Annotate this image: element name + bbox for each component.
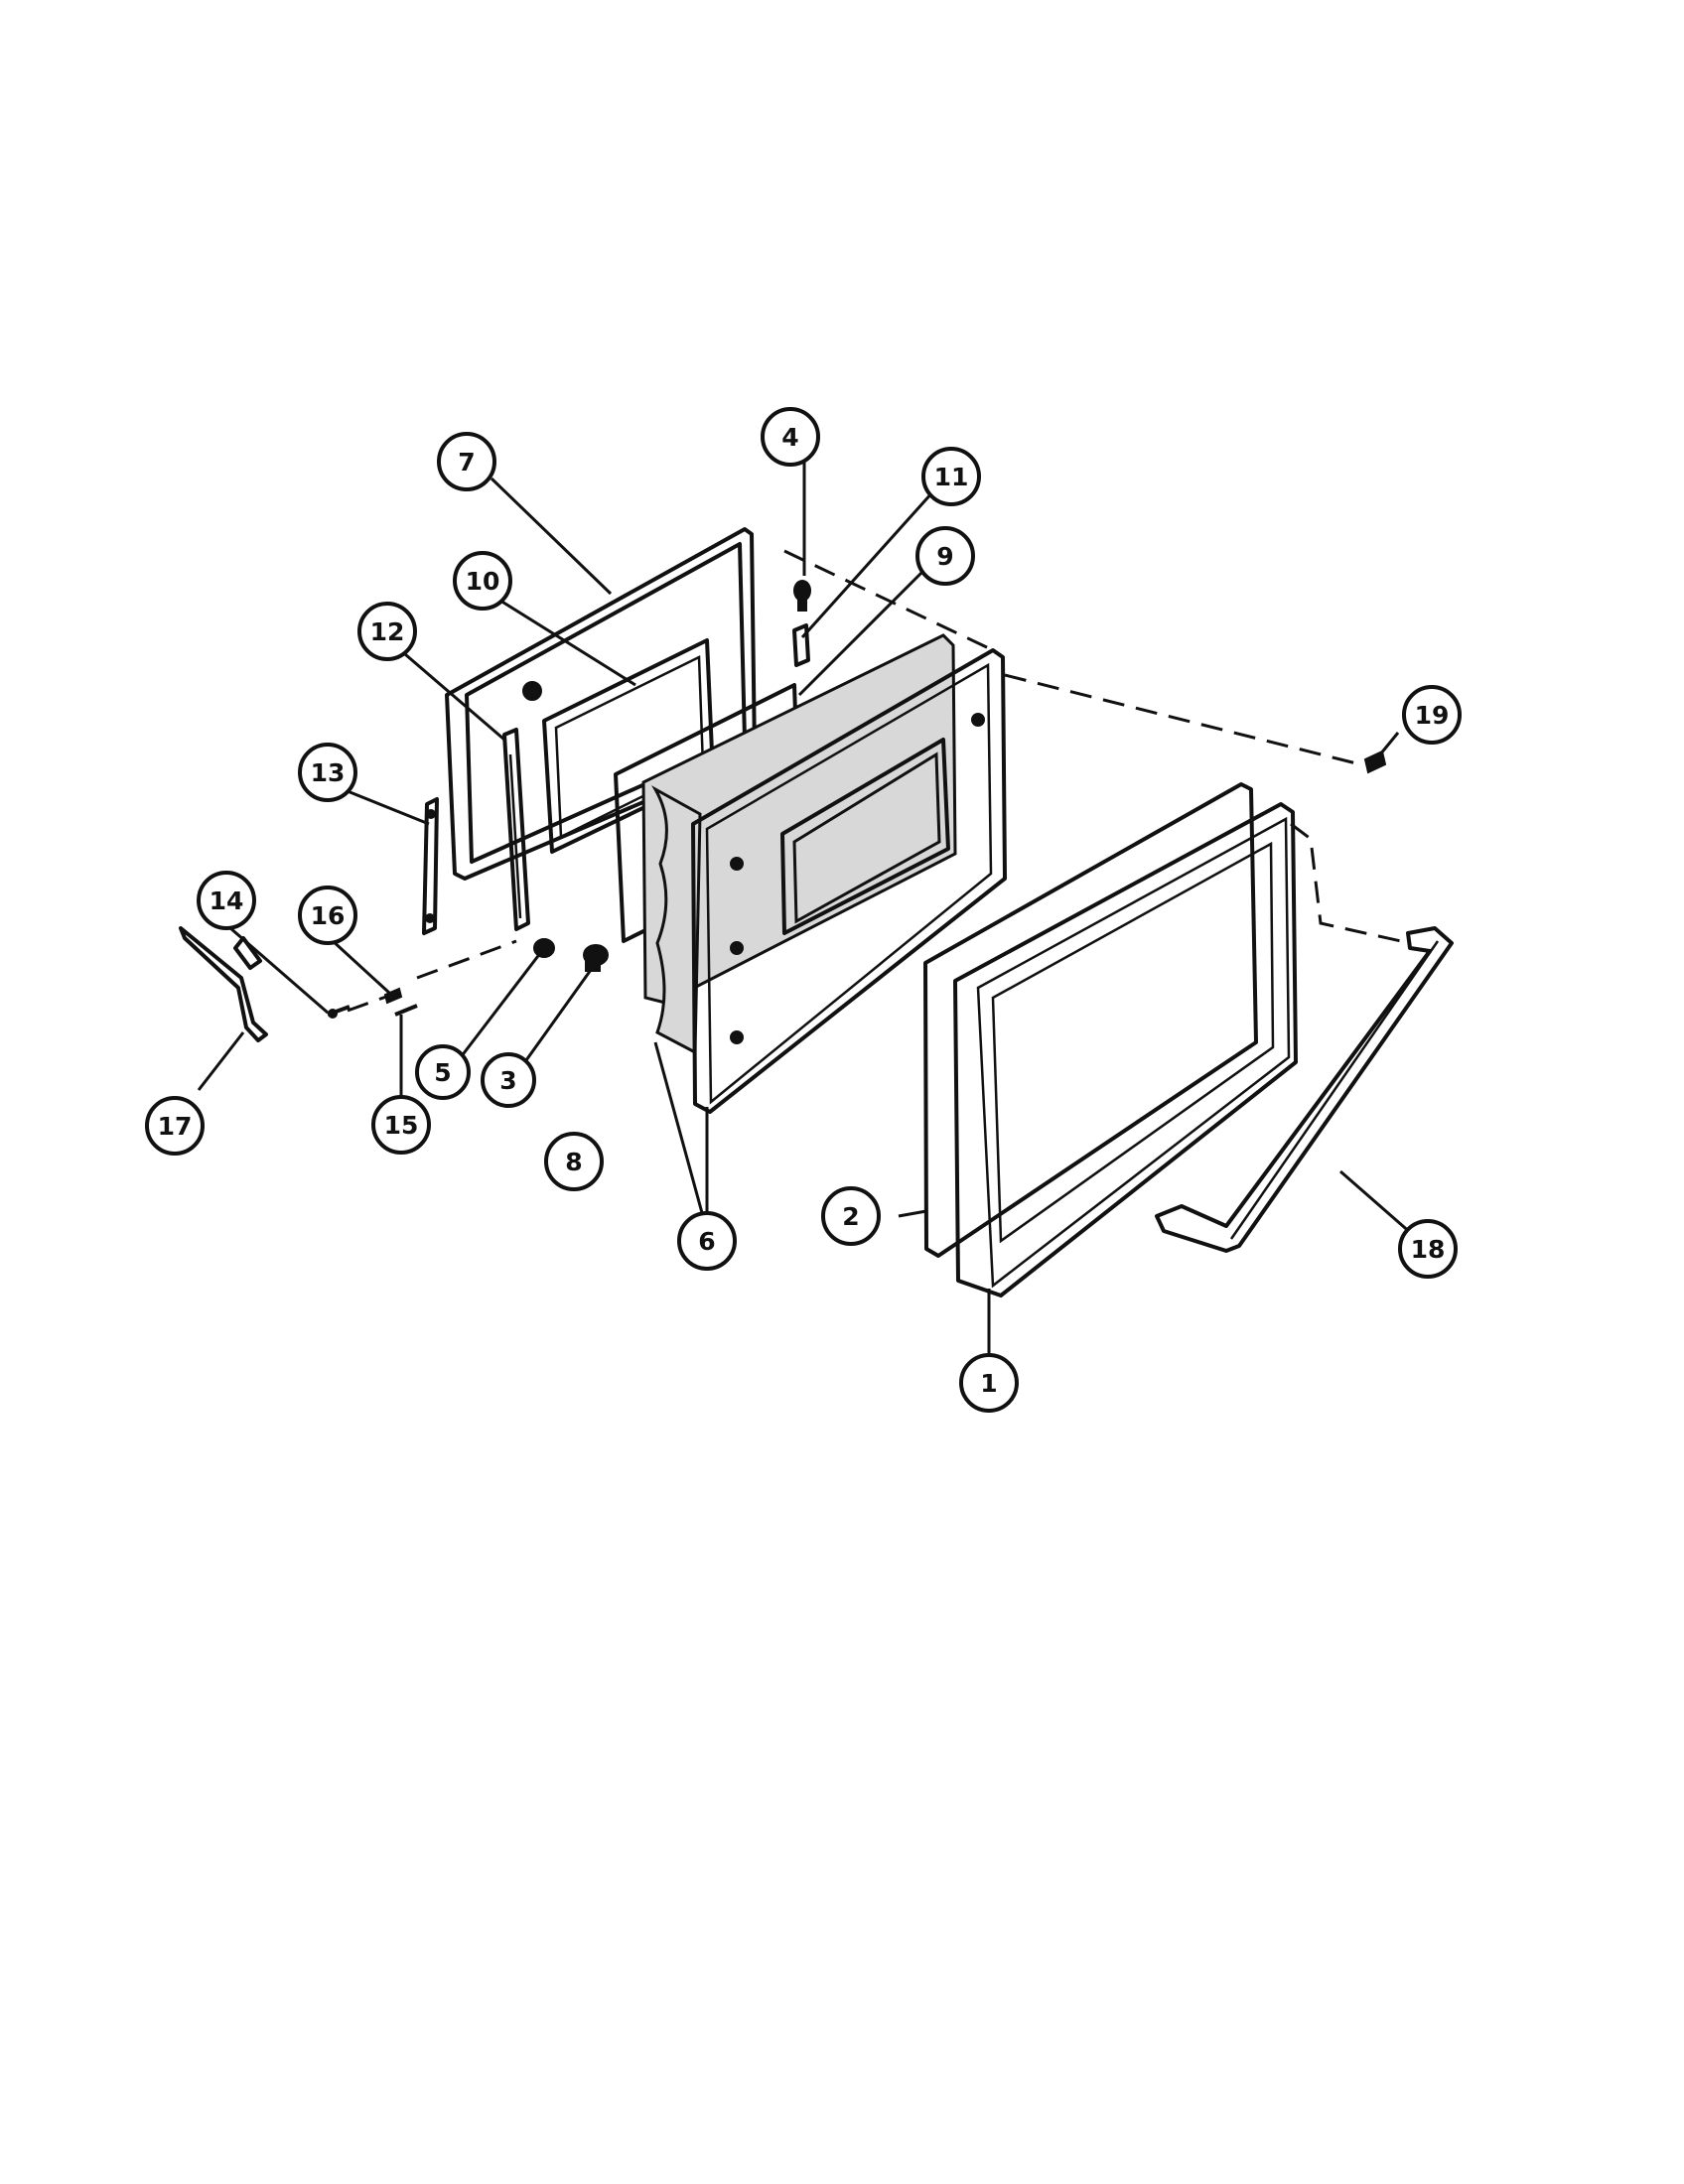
part-6-door-frame (691, 648, 1007, 1114)
callout-12: 12 (357, 602, 417, 661)
part-14-screw (327, 1005, 351, 1019)
callout-14: 14 (197, 871, 256, 930)
callout-label: 8 (565, 1148, 582, 1176)
part-8-insulation-batt (651, 785, 702, 1055)
callout-label: 11 (934, 463, 969, 491)
assembly-lines (347, 549, 1411, 1013)
callout-label: 9 (936, 542, 953, 571)
callout-label: 10 (466, 567, 500, 596)
callout-label: 7 (458, 448, 475, 477)
callout-label: 15 (384, 1111, 419, 1140)
callout-label: 6 (698, 1227, 715, 1256)
callout-label: 1 (980, 1369, 997, 1398)
callout-3: 3 (481, 1052, 536, 1108)
part-1-outer-panel (953, 802, 1298, 1297)
callout-1: 1 (959, 1353, 1019, 1413)
callout-17: 17 (145, 1096, 205, 1156)
callout-label: 13 (311, 758, 346, 787)
callout-6: 6 (677, 1211, 737, 1271)
part-18-handle (1155, 926, 1454, 1253)
part-12-hinge (502, 728, 530, 931)
callout-label: 2 (842, 1202, 859, 1231)
callout-11: 11 (921, 447, 981, 506)
part-2-outer-frame (923, 782, 1258, 1258)
callout-label: 4 (781, 423, 798, 452)
callout-label: 14 (210, 887, 244, 915)
callout-19: 19 (1402, 685, 1462, 745)
part-3-bolt (583, 944, 609, 972)
leader-lines (197, 460, 1421, 1370)
callout-8: 8 (544, 1132, 604, 1191)
callout-9: 9 (915, 526, 975, 586)
part-17-bracket (179, 926, 268, 1042)
callout-label: 19 (1415, 701, 1450, 730)
callout-18: 18 (1398, 1219, 1458, 1279)
part-15-pin (394, 1004, 418, 1017)
part-19-screw (1363, 750, 1387, 774)
callout-label: 12 (370, 617, 405, 646)
part-clip (792, 623, 810, 667)
callout-15: 15 (371, 1095, 431, 1155)
callout-label: 16 (311, 901, 346, 930)
callout-4: 4 (761, 407, 820, 467)
callout-label: 17 (158, 1112, 193, 1141)
callout-2: 2 (821, 1186, 881, 1246)
callout-13: 13 (298, 743, 357, 802)
callout-label: 5 (434, 1058, 451, 1087)
callout-7: 7 (437, 432, 496, 491)
callout-10: 10 (453, 551, 512, 611)
callout-label: 3 (499, 1066, 516, 1095)
callout-16: 16 (298, 886, 357, 945)
callout-5: 5 (415, 1044, 471, 1100)
callout-label: 18 (1411, 1235, 1446, 1264)
part-9-insulation (641, 633, 957, 1005)
part-13-hinge-arm (422, 797, 439, 935)
part-4-screw (793, 580, 811, 612)
